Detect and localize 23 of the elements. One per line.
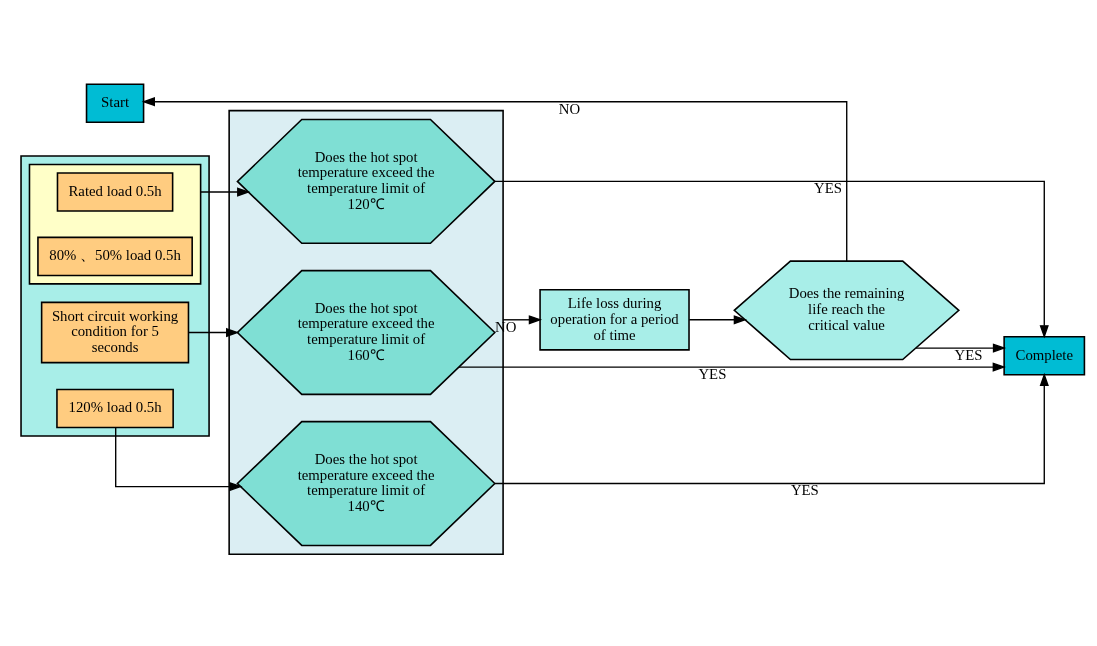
edge-label: YES — [814, 179, 842, 196]
node-box: 80% 、50% load 0.5h — [37, 236, 193, 276]
arrow — [494, 372, 1049, 484]
arrow — [141, 96, 848, 262]
cluster — [28, 163, 202, 285]
node-box: Start — [85, 82, 145, 123]
arrow — [115, 426, 243, 491]
node-box: Life loss during operation for a period of time — [539, 288, 690, 351]
cluster — [20, 154, 210, 437]
edge-label: YES — [698, 365, 727, 382]
node-box: Short circuit working condition for 5 seconds — [40, 301, 190, 363]
arrow — [458, 361, 1006, 372]
edge-label: YES — [790, 481, 819, 498]
arrow — [199, 186, 251, 197]
edge-label: NO — [558, 100, 581, 117]
arrow — [915, 342, 1007, 353]
arrow — [188, 327, 240, 337]
arrow — [502, 314, 543, 324]
node-box: Rated load 0.5h — [56, 171, 174, 212]
arrow — [494, 180, 1049, 338]
arrow — [688, 314, 748, 324]
node-box: Complete — [1003, 335, 1086, 376]
node-box: 120% load 0.5h — [56, 388, 174, 428]
